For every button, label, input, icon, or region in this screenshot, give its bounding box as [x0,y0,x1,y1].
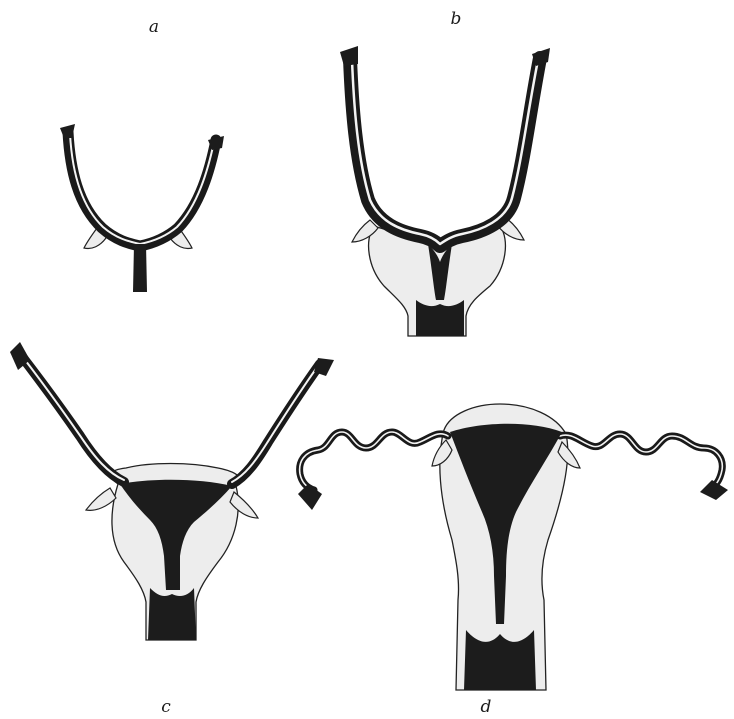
panel-b-cervix [416,300,464,336]
panel-a-tube [68,132,216,246]
panel-b-tube [350,58,540,246]
panel-c-drawing [10,342,334,640]
panel-d-left-tube [300,432,448,490]
panel-b-label: b [451,9,462,29]
panel-d-left-fimbria [298,484,322,510]
panel-a-stem [133,244,147,292]
panel-d-right-tube-lumen [560,434,722,488]
panel-a-drawing [60,124,224,292]
panel-b-left-fimbria [340,46,358,66]
panel-a-label: a [149,17,159,37]
panel-c-cervix [148,588,196,640]
panel-d-cervix [464,630,536,690]
panel-d-drawing [298,404,728,690]
panel-a-tube-lumen [70,134,214,244]
panel-d-label: d [481,697,492,717]
panel-d-right-fimbria [700,480,728,500]
panel-b-drawing [340,46,550,336]
panel-c-label: c [161,697,171,717]
panel-c-left-ligament [86,488,116,510]
